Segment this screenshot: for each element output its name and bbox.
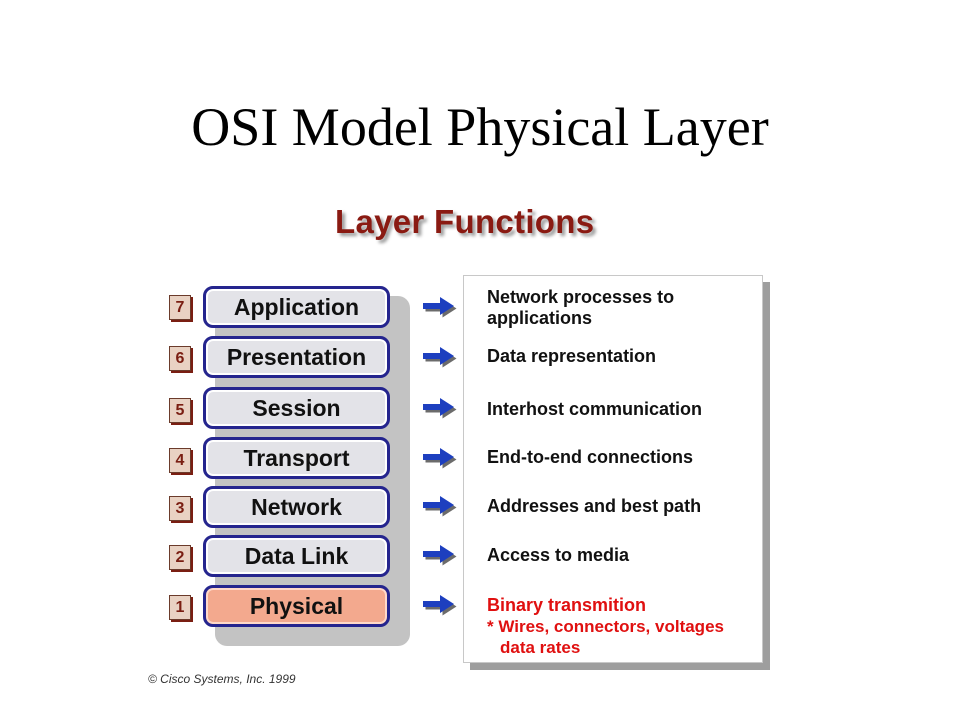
layer-number-3: 3 bbox=[169, 496, 191, 521]
layer-box-application: Application bbox=[203, 286, 390, 328]
function-data-link: Access to media bbox=[487, 545, 630, 565]
function-presentation: Data representation bbox=[487, 346, 657, 366]
right-arrow-icon bbox=[423, 595, 457, 616]
layer-box-physical: Physical bbox=[203, 585, 390, 627]
right-arrow-icon bbox=[423, 448, 457, 469]
function-network: Addresses and best path bbox=[487, 496, 702, 516]
layer-number-2: 2 bbox=[169, 545, 191, 570]
layer-number-4: 4 bbox=[169, 448, 191, 473]
function-physical-detail-1: * Wires, connectors, voltages bbox=[487, 617, 724, 636]
layer-number-5: 5 bbox=[169, 398, 191, 423]
layer-box-session: Session bbox=[203, 387, 390, 429]
layer-box-presentation: Presentation bbox=[203, 336, 390, 378]
function-application-line1: Network processes to bbox=[487, 287, 675, 307]
layer-box-network: Network bbox=[203, 486, 390, 528]
right-arrow-icon bbox=[423, 398, 457, 419]
function-physical: Binary transmition bbox=[487, 595, 647, 615]
right-arrow-icon bbox=[423, 496, 457, 517]
page-title: OSI Model Physical Layer bbox=[191, 97, 769, 157]
function-session: Interhost communication bbox=[487, 399, 703, 419]
functions-panel bbox=[463, 275, 763, 663]
layer-number-1: 1 bbox=[169, 595, 191, 620]
right-arrow-icon bbox=[423, 347, 457, 368]
layer-number-7: 7 bbox=[169, 295, 191, 320]
function-application-line2: applications bbox=[487, 308, 593, 328]
function-transport: End-to-end connections bbox=[487, 447, 693, 467]
layer-number-6: 6 bbox=[169, 346, 191, 371]
right-arrow-icon bbox=[423, 545, 457, 566]
function-physical-detail-2: data rates bbox=[500, 638, 581, 657]
layer-box-data-link: Data Link bbox=[203, 535, 390, 577]
diagram-subtitle: Layer Functions bbox=[335, 203, 595, 240]
copyright-notice: © Cisco Systems, Inc. 1999 bbox=[148, 672, 296, 686]
right-arrow-icon bbox=[423, 297, 457, 318]
layer-box-transport: Transport bbox=[203, 437, 390, 479]
